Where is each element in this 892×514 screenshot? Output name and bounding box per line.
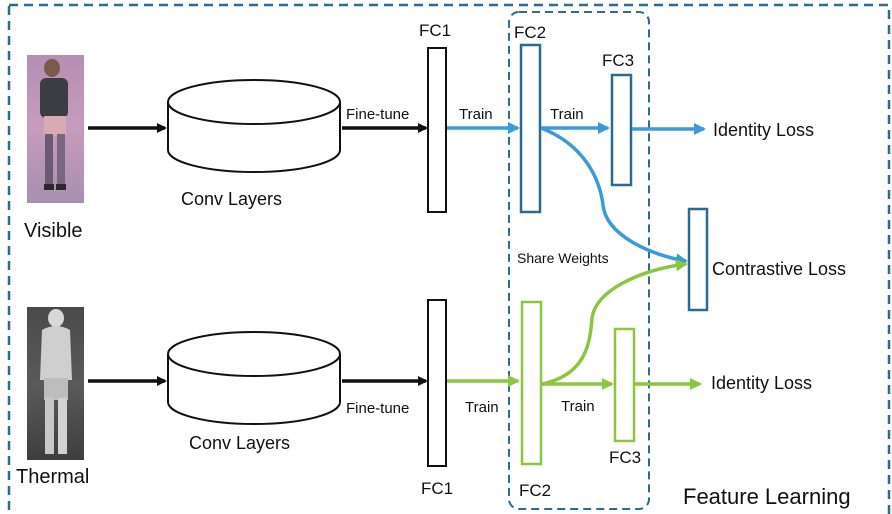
contrastive-loss-label: Contrastive Loss (712, 259, 846, 279)
conv-layers-top-label: Conv Layers (181, 189, 282, 209)
conv-layers-top (167, 79, 341, 173)
arrow-fc2-top-to-contrastive (540, 126, 688, 266)
thermal-person-image (27, 307, 84, 460)
fine-tune-bottom-label: Fine-tune (346, 400, 409, 417)
visible-label: Visible (24, 220, 83, 242)
outer-dashed-frame (7, 3, 891, 514)
feature-learning-title: Feature Learning (683, 484, 851, 509)
conv-layers-bottom (167, 331, 341, 425)
fc2-bottom-label: FC2 (519, 481, 551, 500)
fc3-bottom-block (613, 327, 636, 443)
train-fc1-fc2-bottom-label: Train (465, 399, 499, 416)
train-fc2-fc3-bottom-label: Train (561, 398, 595, 415)
share-weights-box (508, 11, 650, 510)
train-fc1-fc2-top-label: Train (459, 106, 493, 123)
fc1-top-block (427, 47, 447, 213)
thermal-label: Thermal (16, 466, 89, 488)
fc1-bottom-block (427, 299, 447, 467)
fc3-top-block (610, 73, 633, 187)
identity-loss-bottom-label: Identity Loss (711, 373, 812, 393)
visible-person-image (27, 55, 84, 203)
fc1-bottom-label: FC1 (421, 479, 453, 498)
fc3-top-label: FC3 (602, 51, 634, 70)
share-weights-label: Share Weights (517, 250, 609, 266)
identity-loss-top-label: Identity Loss (713, 120, 814, 140)
fc2-top-block (519, 43, 542, 214)
train-fc2-fc3-top-label: Train (550, 106, 584, 123)
conv-layers-bottom-label: Conv Layers (189, 433, 290, 453)
fc1-top-label: FC1 (419, 21, 451, 40)
fc3-bottom-label: FC3 (609, 448, 641, 467)
contrastive-loss-block (687, 207, 709, 312)
fc2-bottom-block (520, 300, 543, 466)
arrow-fc2-bottom-to-contrastive (541, 259, 688, 386)
fine-tune-top-label: Fine-tune (346, 106, 409, 123)
fc2-top-label: FC2 (514, 23, 546, 42)
